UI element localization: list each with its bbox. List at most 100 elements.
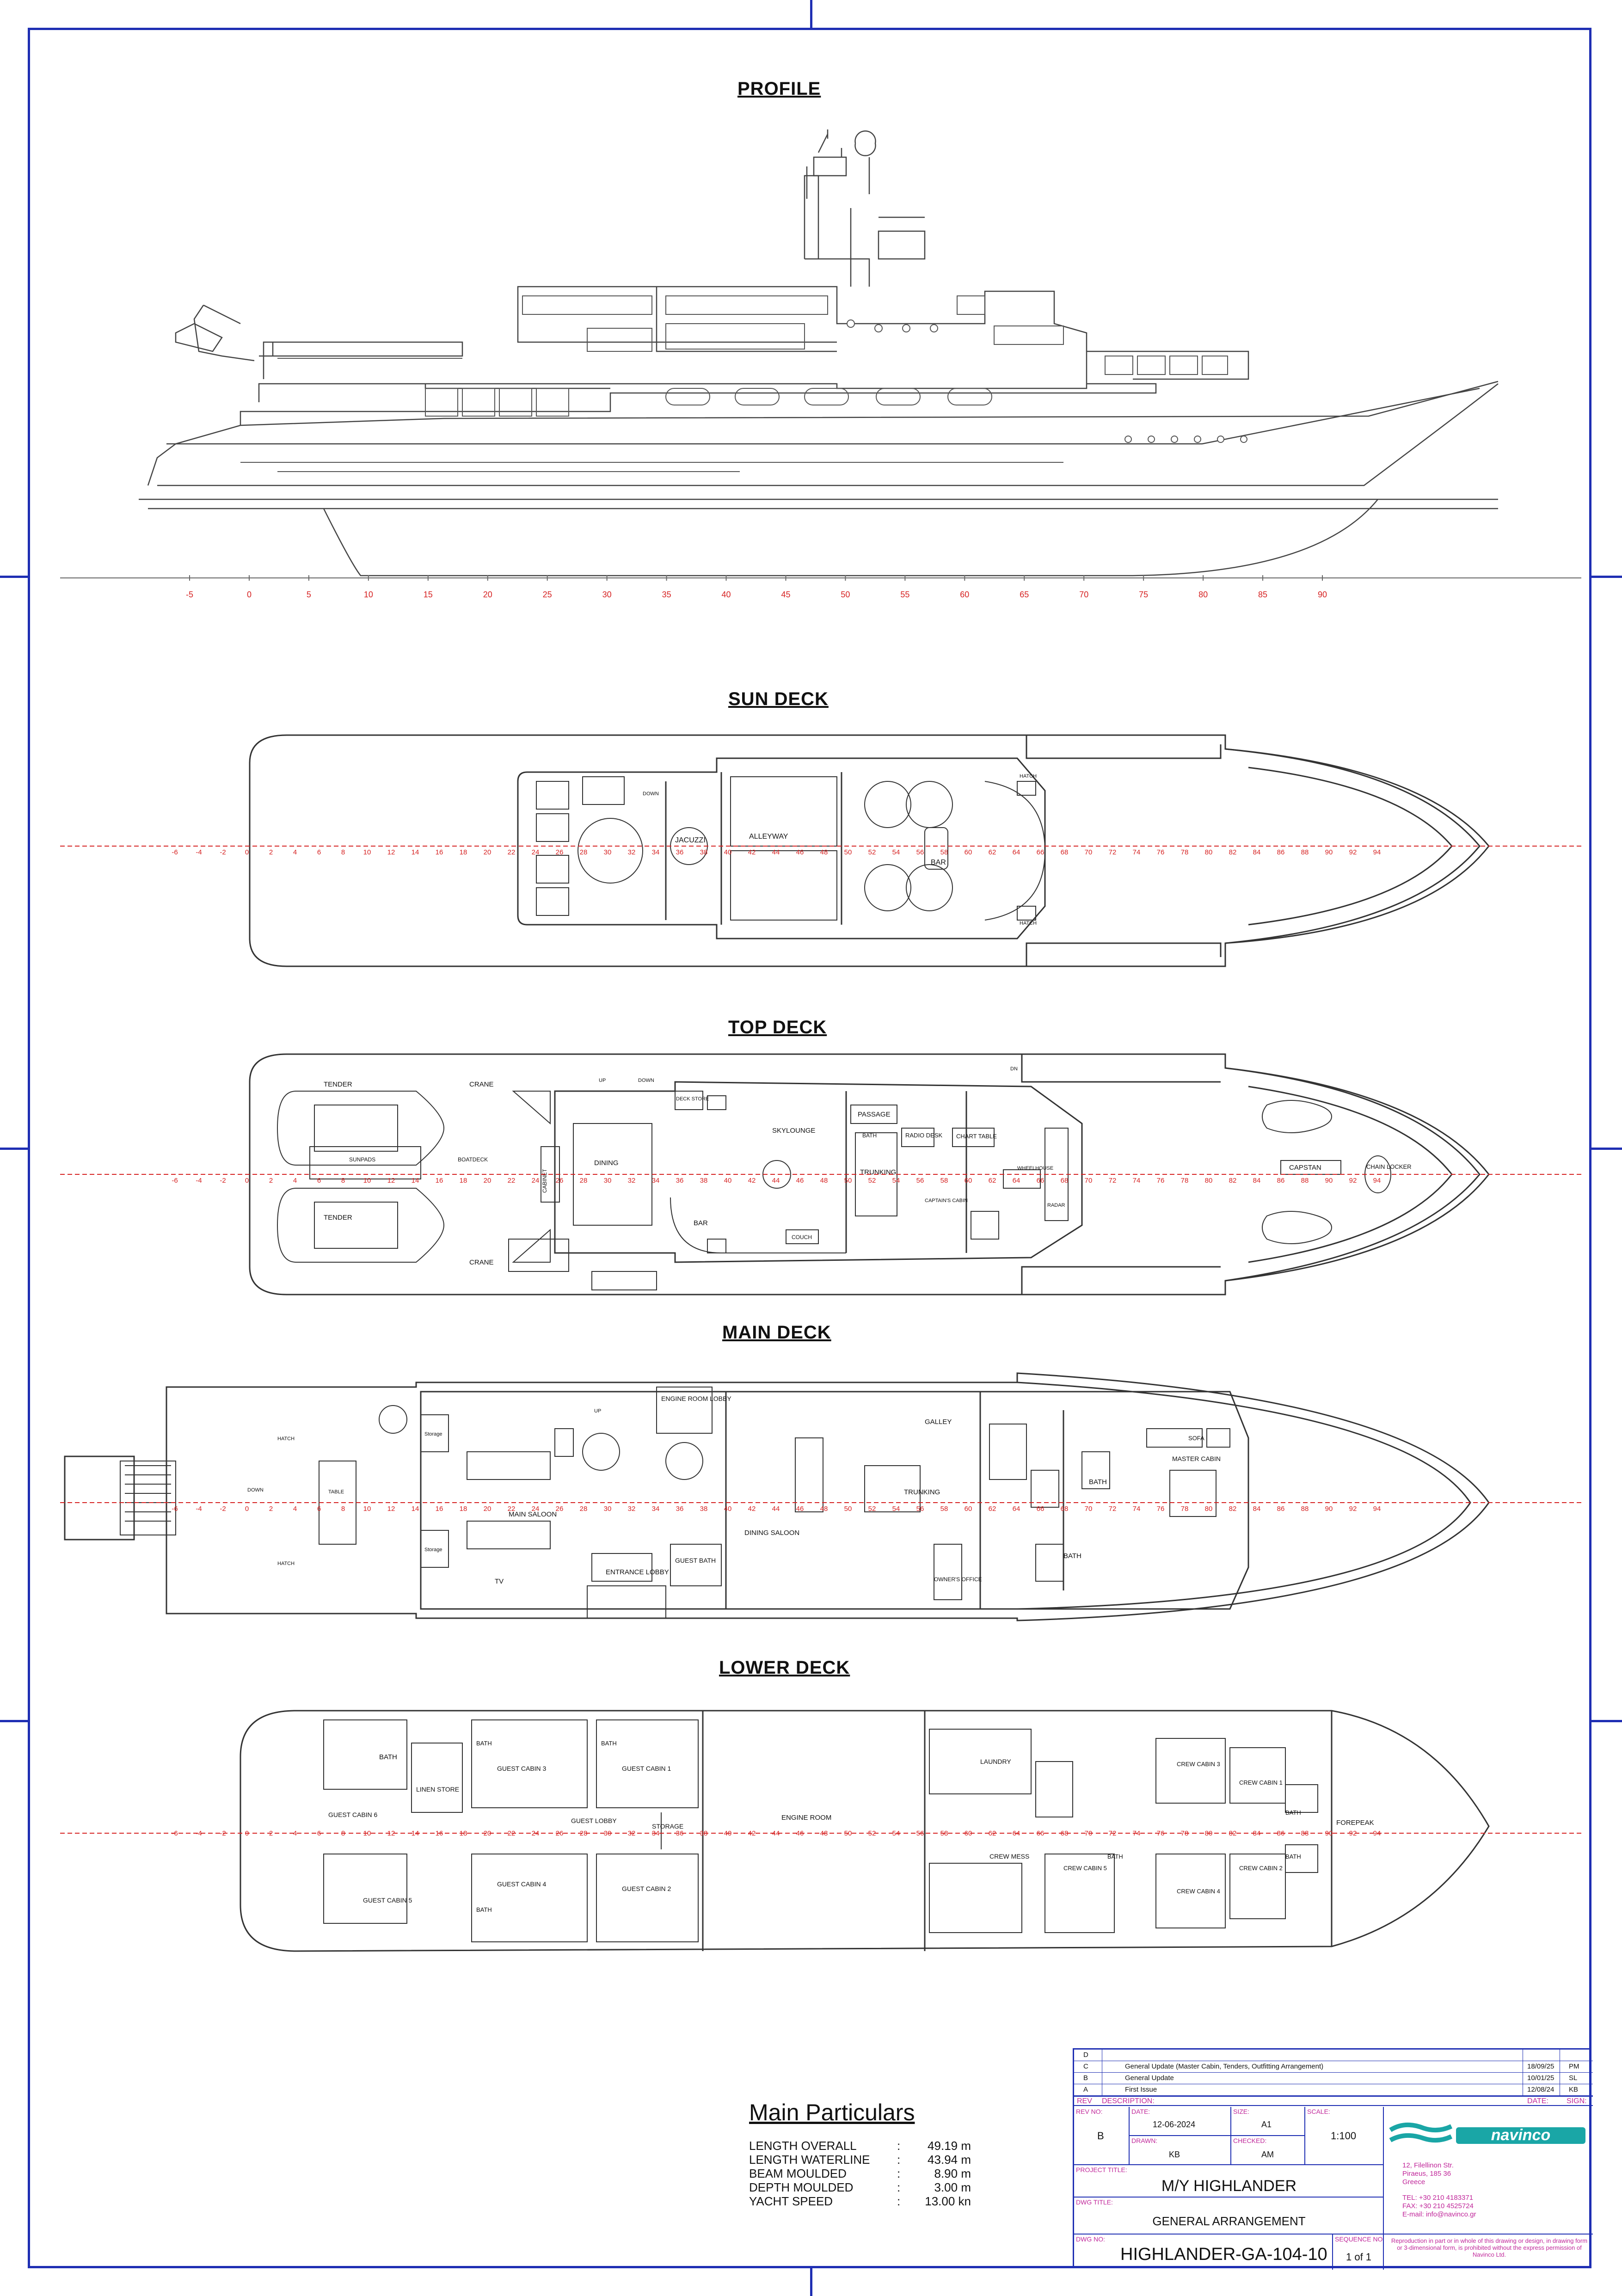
size-value: A1 [1261,2120,1272,2129]
project-title-label: PROJECT TITLE: [1076,2166,1127,2173]
deck-frame-number: 6 [317,1505,321,1513]
revision-row: D [1074,2050,1593,2061]
deck-frame-number: 46 [796,848,804,856]
deck-frame-number: -6 [172,1177,178,1185]
deck-frame-number: 48 [820,1829,828,1837]
deck-frame-number: 36 [676,1829,684,1837]
date-label: DATE: [1131,2108,1150,2115]
deck-frame-number: 40 [724,1829,732,1837]
deck-frame-number: 70 [1085,1177,1093,1185]
label-deck-store: DECK STORE [676,1096,709,1102]
profile-frame-number: 90 [1318,590,1327,599]
label-couch: COUCH [792,1234,812,1240]
company-cell: navinco 12, Filellinon Str. Piraeus, 185… [1384,2107,1593,2235]
revision-date: 18/09/25 [1527,2063,1554,2070]
rev-no-label: REV NO: [1076,2108,1103,2115]
label-dining-saloon: DINING SALOON [744,1529,799,1537]
label-down: DOWN [638,1078,654,1083]
deck-frame-number: 86 [1277,1829,1285,1837]
deck-frame-number: 78 [1181,1177,1189,1185]
label-bath: BATH [862,1132,877,1139]
label-guest-cabin-5: GUEST CABIN 5 [363,1897,412,1904]
size-cell: SIZE: A1 [1231,2107,1305,2136]
deck-frame-number: 50 [844,1177,852,1185]
section-title-sun-deck: SUN DECK [728,689,829,709]
profile-frame-number: 40 [722,590,731,599]
label-crane-2: CRANE [469,1259,494,1266]
revision-date: 10/01/25 [1527,2074,1554,2082]
deck-frame-number: 8 [341,1505,345,1513]
dwg-title-value: GENERAL ARRANGEMENT [1152,2214,1306,2228]
deck-frame-number: 2 [269,1505,273,1513]
particulars-label: DEPTH MOULDED [749,2180,854,2194]
deck-frame-number: 70 [1085,848,1093,856]
deck-frame-number: 60 [965,1829,972,1837]
deck-frame-number: 74 [1133,848,1141,856]
label-bath-f: BATH [1285,1809,1301,1816]
deck-frame-number: 50 [844,1505,852,1513]
label-sunpads: SUNPADS [349,1156,375,1163]
deck-frame-number: 36 [676,1177,684,1185]
profile-frame-number: -5 [186,590,193,599]
label-crew-cabin-2: CREW CABIN 2 [1239,1865,1283,1872]
label-forepeak: FOREPEAK [1336,1819,1374,1827]
deck-frame-number: 46 [796,1829,804,1837]
deck-frame-number: 24 [532,1829,540,1837]
checked-label: CHECKED: [1233,2137,1267,2144]
deck-frame-number: 32 [628,1505,636,1513]
deck-frame-number: 90 [1325,1505,1333,1513]
particulars-row: YACHT SPEED:13.00 kn [749,2194,971,2208]
deck-frame-number: 74 [1133,1177,1141,1185]
deck-frame-number: 22 [508,848,516,856]
deck-frame-number: 58 [940,1505,948,1513]
deck-frame-number: 86 [1277,848,1285,856]
label-guest-bath: GUEST BATH [675,1557,716,1564]
deck-frame-number: 0 [245,1505,249,1513]
deck-frame-number: 62 [989,1177,996,1185]
deck-frame-number: 88 [1301,848,1309,856]
deck-frame-number: 76 [1157,1829,1165,1837]
revision-description: General Update (Master Cabin, Tenders, O… [1125,2063,1324,2070]
deck-frame-number: 62 [989,848,996,856]
rev-no-value: B [1097,2130,1104,2142]
profile-frame-number: 45 [781,590,790,599]
border-tick-right-2 [1591,1148,1622,1150]
project-title-cell: PROJECT TITLE: M/Y HIGHLANDER [1074,2165,1384,2198]
deck-frame-number: 10 [363,848,371,856]
deck-frame-number: 88 [1301,1829,1309,1837]
deck-frame-number: -4 [196,1177,202,1185]
label-crew-cabin-4: CREW CABIN 4 [1177,1888,1220,1895]
deck-frame-number: 8 [341,848,345,856]
deck-frame-number: 38 [700,1177,708,1185]
deck-frame-number: -2 [220,1829,226,1837]
drawn-label: DRAWN: [1131,2137,1158,2144]
deck-frame-number: 20 [484,1505,492,1513]
main-deck-plan: MAIN SALOON TV ENTRANCE LOBBY GUEST BATH… [60,1372,1581,1621]
deck-frame-number: 4 [293,848,297,856]
profile-frame-number: 85 [1258,590,1267,599]
deck-frame-number: 94 [1373,1505,1381,1513]
dwg-no-label: DWG NO: [1076,2235,1105,2243]
label-tender-1: TENDER [324,1080,352,1088]
deck-frame-number: 40 [724,1505,732,1513]
company-email: E-mail: info@navinco.gr [1402,2210,1476,2218]
deck-frame-number: 92 [1349,1177,1357,1185]
deck-frame-number: 16 [436,1177,443,1185]
label-bath-1: BATH [1089,1478,1107,1486]
label-guest-lobby: GUEST LOBBY [571,1817,617,1824]
project-title-value: M/Y HIGHLANDER [1161,2177,1297,2195]
label-main-saloon: MAIN SALOON [509,1510,557,1518]
deck-frame-number: 32 [628,1829,636,1837]
border-tick-left-2 [0,1148,28,1150]
deck-frame-number: 38 [700,848,708,856]
deck-frame-number: 2 [269,848,273,856]
company-fax: FAX: +30 210 4525724 [1402,2202,1474,2210]
deck-frame-number: 80 [1205,1505,1213,1513]
border-tick-left-1 [0,576,28,578]
deck-frame-number: 62 [989,1829,996,1837]
deck-frame-number: 56 [916,1829,924,1837]
label-dn: DN [1010,1066,1018,1072]
